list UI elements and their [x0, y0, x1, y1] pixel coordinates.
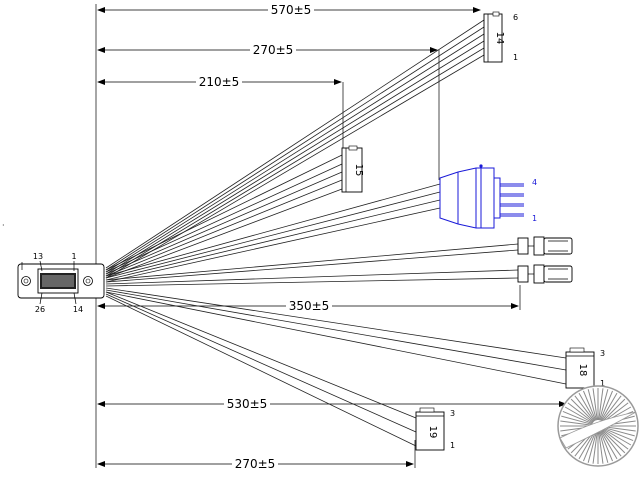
logo-ray [578, 392, 596, 422]
logo-ray [567, 402, 594, 423]
blue-connector-pin-bottom: 1 [532, 214, 537, 223]
logo-ray [570, 398, 595, 423]
logo-ray [587, 389, 597, 421]
side-mark: · [2, 221, 5, 230]
connector-18-pin-bottom: 1 [600, 379, 605, 388]
logo-ray [603, 427, 634, 442]
logo-ray [600, 430, 618, 460]
spade-terminal-lower [517, 264, 573, 284]
logo-ray [582, 390, 597, 421]
connector-14: 14 6 1 [483, 11, 518, 63]
logo-ray [592, 388, 598, 421]
logo-ray [562, 410, 593, 425]
logo-ray [560, 420, 593, 426]
dimension-270-top: 270±5 [97, 43, 440, 180]
blue-connector: 4 1 [439, 164, 537, 229]
logo-ray [603, 426, 636, 432]
logo-ray [561, 415, 593, 425]
logo-ray [592, 431, 598, 464]
connector-19-label: 19 [427, 426, 438, 439]
logo-ray [582, 431, 597, 462]
connector-19: 19 3 1 [415, 407, 455, 451]
dimension-570-label: 570±5 [271, 3, 312, 17]
connector-18: 18 3 1 [565, 347, 605, 389]
spade-terminal-upper [517, 236, 573, 256]
dimension-350-label: 350±5 [289, 299, 330, 313]
logo-ray [603, 427, 635, 437]
dimension-210-label: 210±5 [199, 75, 240, 89]
dimension-270-top-label: 270±5 [253, 43, 294, 57]
logo-ray [599, 390, 614, 421]
connector-18-pin-top: 3 [600, 349, 605, 358]
connector-14-pin-top: 6 [513, 13, 518, 22]
logo-ray [574, 395, 595, 422]
main-pin-26: 26 [35, 305, 45, 314]
connector-19-pin-bottom: 1 [450, 441, 455, 450]
connector-19-pin-top: 3 [450, 409, 455, 418]
logo-ray [601, 398, 626, 423]
main-pin-14: 14 [73, 305, 83, 314]
logo-ray [578, 430, 596, 460]
dimension-530-label: 530±5 [227, 397, 268, 411]
logo-ray [602, 428, 632, 446]
connector-15-label: 15 [353, 164, 364, 177]
logo-ray [598, 388, 604, 421]
brand-logo [557, 385, 639, 467]
logo-ray [599, 389, 609, 421]
connector-15: 15 [341, 145, 364, 193]
logo-ray [600, 392, 618, 422]
dimension-570: 570±5 [97, 3, 481, 17]
connector-14-label: 14 [494, 32, 505, 45]
dimension-530: 530±5 [97, 397, 567, 411]
logo-ray [598, 431, 604, 464]
main-pin-1: 1 [71, 252, 76, 261]
connector-18-label: 18 [577, 364, 588, 377]
logo-ray [602, 429, 629, 450]
logo-ray [587, 431, 597, 463]
logo-ray [599, 431, 614, 462]
main-pin-13: 13 [33, 252, 43, 261]
dimension-270-bottom: 270±5 [97, 440, 416, 471]
dimension-350: 350±5 [97, 285, 521, 313]
dimension-270-bottom-label: 270±5 [235, 457, 276, 471]
main-connector: 13 1 26 14 [17, 252, 105, 314]
logo-ray [601, 430, 622, 457]
logo-ray [564, 406, 594, 424]
wire-bundle [105, 19, 567, 447]
connector-14-pin-bottom: 1 [513, 53, 518, 62]
logo-ray [599, 431, 609, 463]
blue-connector-pin-top: 4 [532, 178, 537, 187]
logo-ray [601, 395, 622, 422]
logo-ray [601, 429, 626, 454]
dimension-210: 210±5 [97, 75, 344, 148]
